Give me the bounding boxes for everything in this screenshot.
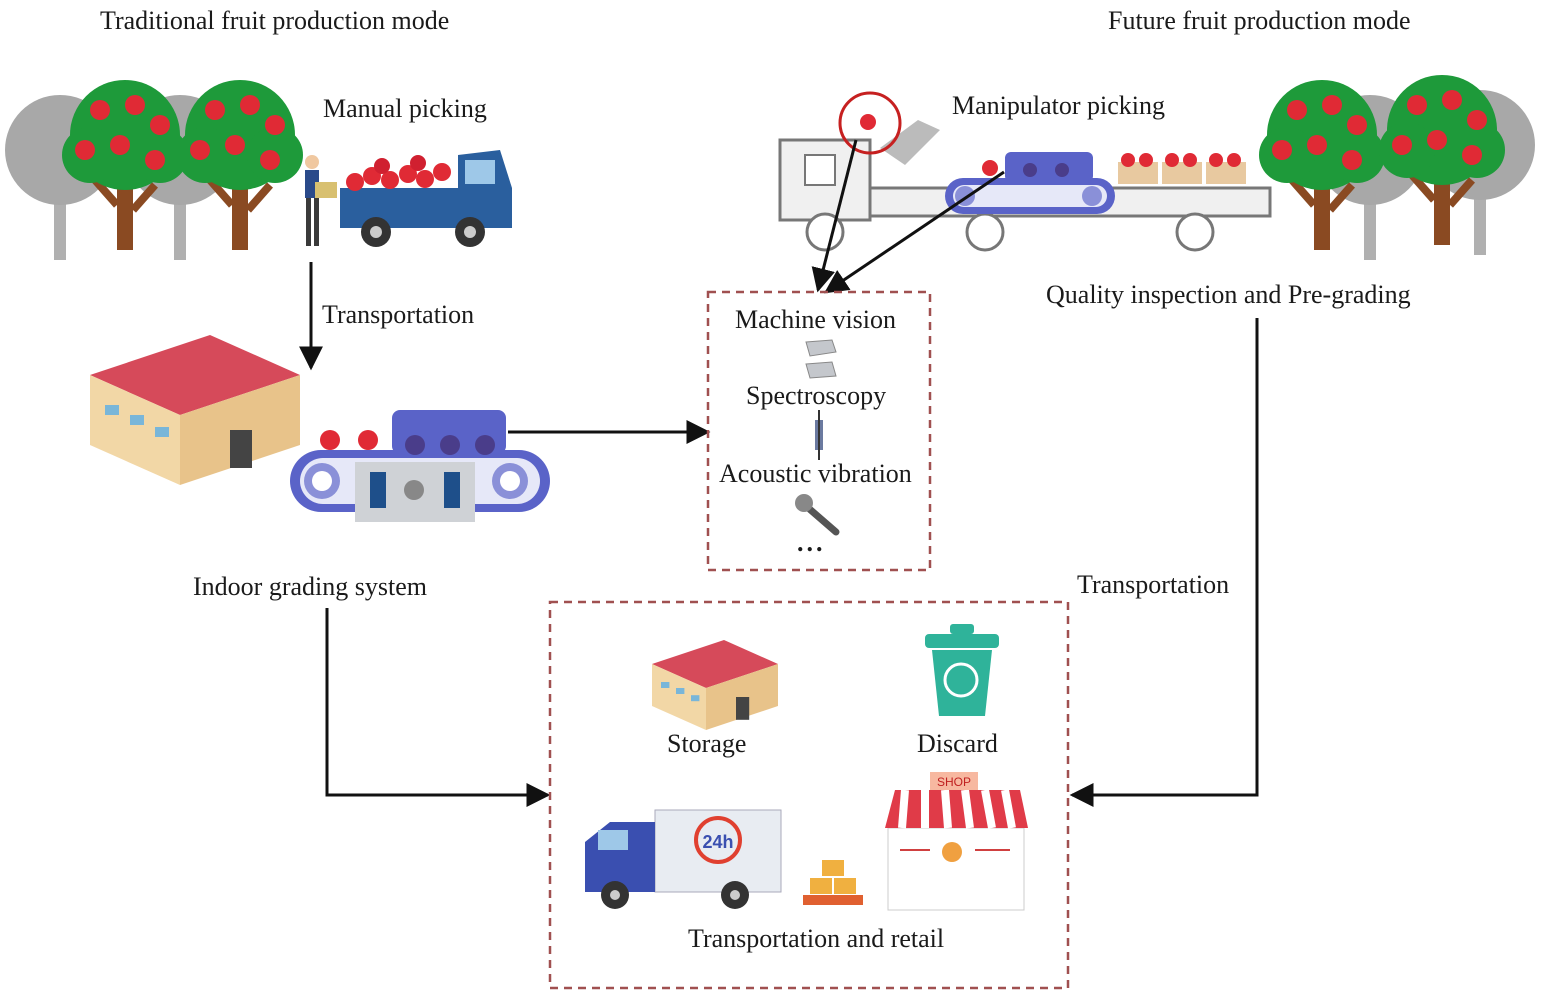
- transport-retail-label: Transportation and retail: [688, 924, 945, 953]
- truck-24h-badge: 24h: [702, 832, 733, 852]
- technique-acoustic-vibration: Acoustic vibration: [719, 459, 912, 488]
- manipulator-picking-label: Manipulator picking: [952, 91, 1166, 120]
- pickup-truck-icon: [340, 150, 512, 247]
- grading-machine-icon: [290, 410, 550, 522]
- shop-sign: SHOP: [937, 775, 971, 789]
- shop-icon: SHOP: [885, 772, 1028, 911]
- technique-machine-vision: Machine vision: [735, 305, 897, 334]
- delivery-truck-icon: 24h: [585, 809, 782, 909]
- storage-label: Storage: [667, 729, 747, 758]
- arrow-picking-to-techniques: [811, 139, 858, 293]
- destination-box: [548, 600, 1070, 990]
- harvesting-machine-icon: [778, 91, 1272, 252]
- camera-icon: [805, 339, 837, 379]
- discard-label: Discard: [917, 729, 998, 758]
- traditional-mode-header: Traditional fruit production mode: [100, 6, 450, 35]
- techniques-box: [706, 290, 932, 572]
- stacked-boxes-icon: [803, 860, 863, 905]
- arrow-future-to-destination: [1069, 318, 1259, 807]
- storage-warehouse-icon: [652, 640, 778, 730]
- manual-picking-label: Manual picking: [323, 94, 487, 123]
- microphone-icon: [795, 494, 840, 536]
- arrow-grading-belt-to-techniques: [824, 170, 1005, 294]
- warehouse-icon: [90, 335, 300, 485]
- farmer-icon: [305, 155, 337, 246]
- traditional-transport-label: Transportation: [322, 300, 475, 329]
- technique-spectroscopy: Spectroscopy: [746, 381, 887, 410]
- indoor-grading-label: Indoor grading system: [193, 572, 427, 601]
- techniques-more-ellipsis: ...: [797, 528, 826, 557]
- quality-inspection-label: Quality inspection and Pre-grading: [1046, 280, 1411, 309]
- trash-bin-icon: [925, 624, 999, 716]
- future-transport-label: Transportation: [1077, 570, 1230, 599]
- spectrometer-probe-icon: [815, 410, 823, 460]
- arrow-indoor-to-destination: [325, 608, 551, 807]
- future-mode-header: Future fruit production mode: [1108, 6, 1411, 35]
